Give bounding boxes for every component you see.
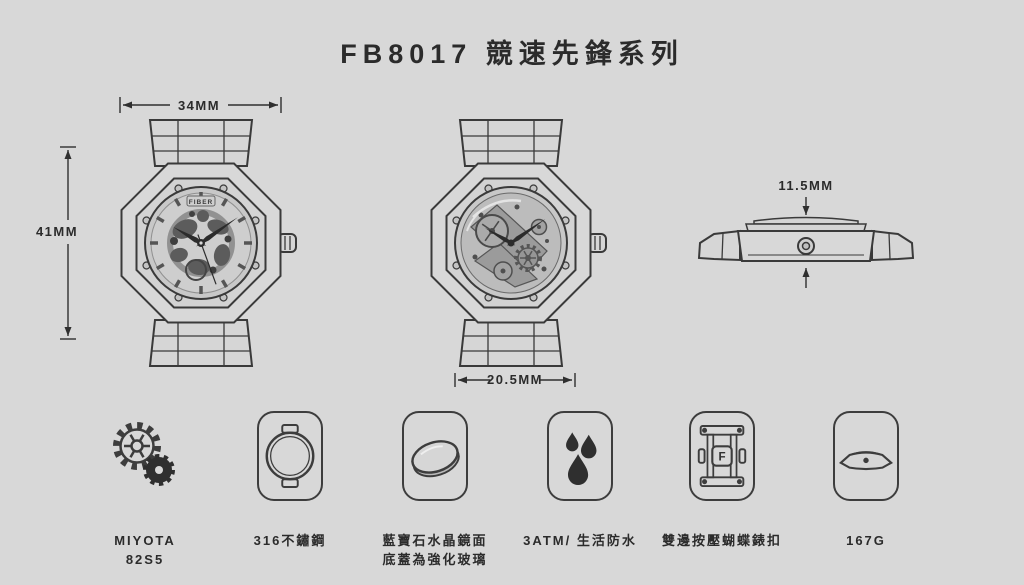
watch-side-profile-icon	[838, 450, 894, 470]
spec-label-clasp: 雙邊按壓蝴蝶錶扣	[661, 533, 782, 548]
dim-label-thickness: 11.5MM	[778, 178, 833, 193]
skeleton-dial: FIBER	[150, 192, 252, 294]
brand-logo-text: FIBER	[189, 199, 214, 206]
spec-label-case-material: 316不鏽鋼	[253, 533, 327, 548]
watch-hands	[485, 218, 546, 247]
movement-screws	[472, 204, 549, 272]
butterfly-clasp-icon: F	[697, 424, 747, 487]
spec-label-weight: 167G	[846, 533, 886, 548]
spec-box	[833, 410, 899, 501]
movement-balance-wheel	[475, 214, 509, 248]
bezel-profile	[745, 223, 867, 232]
dim-label-case-width: 34MM	[178, 98, 220, 113]
spec-crystal: 藍寶石水晶鏡面 底蓋為強化玻璃	[345, 408, 525, 569]
crystal-profile	[753, 216, 859, 225]
spec-label-movement: MIYOTA 82S5	[114, 533, 176, 567]
spec-case-material: 316不鏽鋼	[200, 408, 380, 550]
spec-box	[402, 410, 468, 501]
movement-small-gears	[493, 218, 548, 281]
spec-weight: 167G	[776, 408, 956, 550]
glass-reflection	[466, 199, 522, 232]
strap-right	[871, 229, 915, 262]
movement-plate	[460, 192, 562, 294]
strap-left	[697, 229, 741, 262]
hour-markers	[150, 192, 252, 294]
spec-label-crystal: 藍寶石水晶鏡面 底蓋為強化玻璃	[382, 533, 488, 567]
spec-movement: MIYOTA 82S5	[55, 408, 235, 569]
water-drops-icon	[566, 431, 597, 485]
spec-clasp: F 雙邊按壓蝴蝶錶扣	[632, 408, 812, 550]
page-title: FB8017 競速先鋒系列	[340, 39, 684, 69]
dim-label-lug-width: 20.5MM	[487, 372, 543, 387]
gears-icon	[113, 421, 175, 486]
movement-gear	[514, 244, 542, 272]
watch-front-view: FIBER	[120, 119, 297, 367]
spec-label-water-resistance: 3ATM/ 生活防水	[523, 533, 637, 548]
watch-movement-view	[430, 119, 607, 367]
watch-case-icon	[265, 423, 315, 488]
clasp-logo-letter: F	[718, 450, 725, 463]
dimension-lines	[60, 97, 810, 387]
spec-box: F	[689, 410, 755, 501]
spec-box	[547, 410, 613, 501]
dim-label-case-height: 41MM	[36, 224, 78, 239]
watch-hands	[173, 217, 238, 285]
skeleton-movement-shapes	[170, 210, 231, 276]
spec-box	[257, 410, 323, 501]
spec-water-resistance: 3ATM/ 生活防水	[490, 408, 670, 550]
logo-plate	[186, 195, 216, 207]
watch-side-view	[697, 216, 915, 262]
balance-wheel	[185, 259, 207, 281]
crystal-lens-icon	[411, 439, 460, 477]
